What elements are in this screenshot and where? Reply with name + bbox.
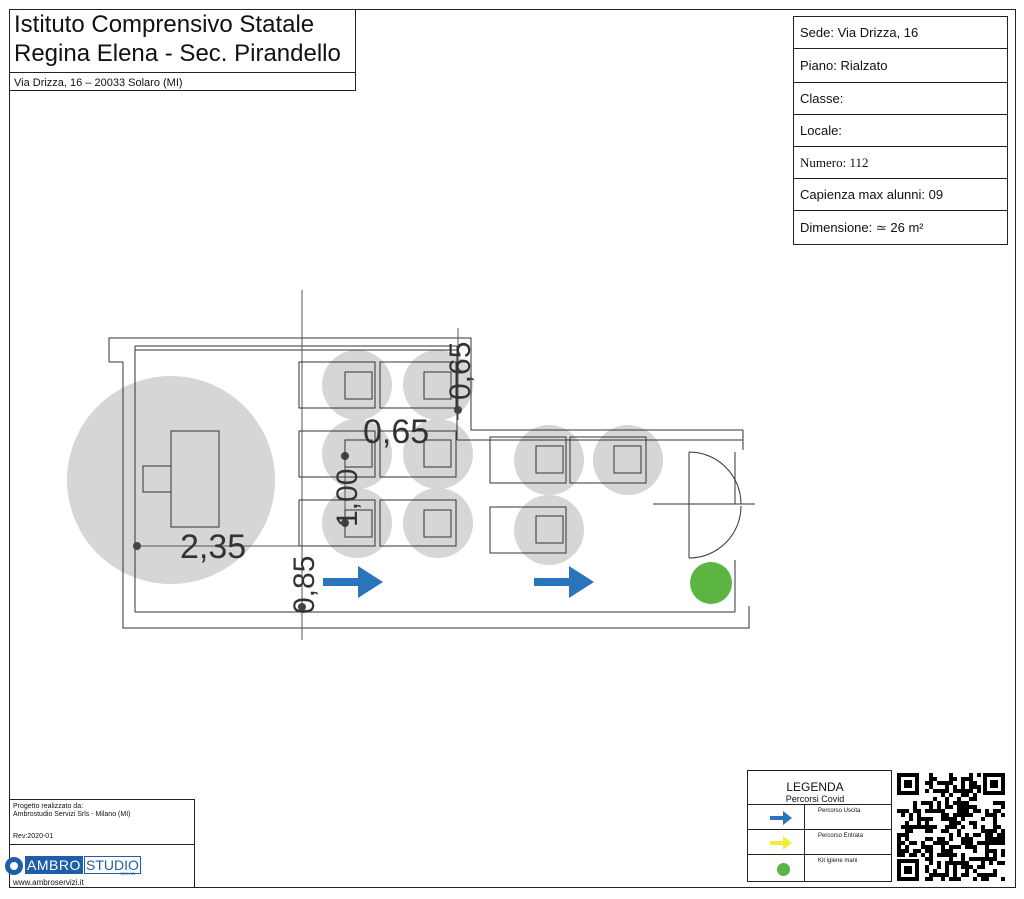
- student-distance-circle: [514, 425, 584, 495]
- walls: [108, 337, 755, 629]
- legend-item-entry: Percorso Entrata: [748, 829, 891, 856]
- title-divider: [9, 72, 356, 73]
- hand-sanitizer-kit-icon: [690, 562, 732, 604]
- website-link[interactable]: www.ambroservizi.it: [13, 878, 84, 887]
- blue-arrow-icon: [323, 566, 383, 598]
- dimension-label: 1,00: [331, 469, 364, 527]
- yellow-arrow-icon: [770, 836, 792, 850]
- legend-subtitle: Percorsi Covid: [785, 794, 845, 804]
- school-name-line2: Regina Elena - Sec. Pirandello: [14, 40, 341, 67]
- legend-label: Percorso Entrata: [818, 833, 864, 839]
- qr-code-icon[interactable]: [895, 771, 1007, 883]
- drawing-frame: [9, 9, 1016, 888]
- student-distance-circle: [593, 425, 663, 495]
- info-sede: Sede: Via Drizza, 16: [793, 16, 1008, 49]
- dimension-label: 2,35: [180, 528, 246, 566]
- green-dot-icon: [777, 863, 790, 876]
- student-distance-circle: [403, 488, 473, 558]
- legend-label: Percorso Uscita: [818, 808, 861, 814]
- info-dimensione: Dimensione: ≃ 26 m²: [793, 210, 1008, 245]
- credits-line2: Ambrostudio Servizi Srls - Milano (MI): [13, 811, 131, 818]
- legend-item-exit: Percorso Uscita: [748, 804, 891, 831]
- logo-text-ambro: AMBRO: [25, 856, 83, 874]
- room-info-table: Sede: Via Drizza, 16 Piano: Rialzato Cla…: [793, 16, 1008, 245]
- credits-block: Progetto realizzato da: Ambrostudio Serv…: [9, 799, 195, 888]
- teacher-desk: [142, 430, 220, 528]
- credits-divider: [9, 844, 195, 845]
- legend-item-hygiene: Kit igiene mani: [748, 854, 891, 881]
- ambrostudio-logo: AMBRO STUDIO SERVIZI: [5, 855, 141, 877]
- legend-label: Kit igiene mani: [818, 858, 858, 864]
- school-name-line1: Istituto Comprensivo Statale: [14, 11, 315, 38]
- credits-line1: Progetto realizzato da:: [13, 803, 84, 810]
- legend-title: LEGENDA: [786, 780, 844, 794]
- info-piano: Piano: Rialzato: [793, 48, 1008, 83]
- title-block: [9, 9, 356, 91]
- student-distance-circle: [322, 350, 392, 420]
- student-desks: [298, 361, 647, 554]
- dimension-label: 0,85: [288, 556, 321, 614]
- blue-arrow-icon: [770, 811, 792, 825]
- credits-rev: Rev:2020-01: [13, 833, 54, 840]
- legend-box: LEGENDA Percorsi Covid Percorso Uscita P…: [747, 770, 892, 882]
- sun-logo-icon: [5, 857, 23, 875]
- school-address: Via Drizza, 16 – 20033 Solaro (MI): [14, 77, 183, 89]
- dimension-label: 0,65: [444, 342, 477, 400]
- dimension-label: 0,65: [363, 413, 429, 451]
- blue-arrow-icon: [534, 566, 594, 598]
- info-numero: Numero: 112: [793, 146, 1008, 179]
- student-distance-circle: [514, 495, 584, 565]
- logo-tagline: SERVIZI: [120, 871, 136, 876]
- logo-text-studio: STUDIO: [84, 856, 141, 874]
- exit-path-arrows: [323, 566, 594, 598]
